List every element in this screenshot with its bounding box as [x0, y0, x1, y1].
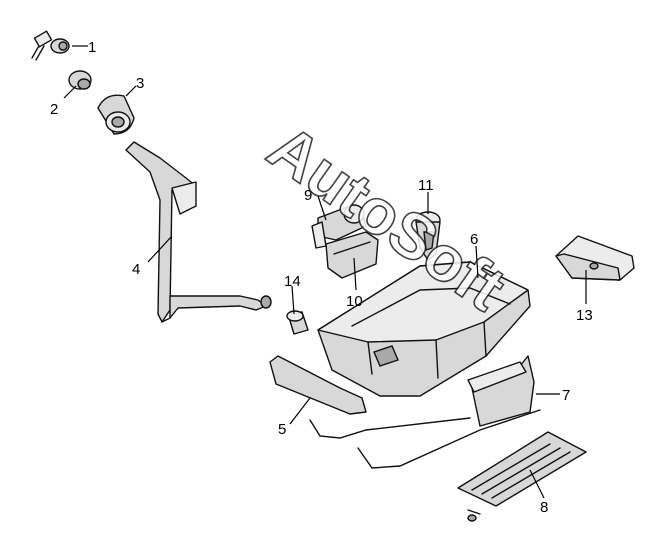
part-11-sender-unit — [415, 211, 441, 261]
part-2-cap — [68, 70, 92, 90]
callout-14: 14 — [284, 273, 301, 290]
callout-11: 11 — [418, 177, 434, 194]
part-8-skid-plate — [457, 431, 587, 522]
part-6-fuel-tank — [317, 261, 531, 397]
callout-1: 1 — [88, 39, 96, 56]
callout-9: 9 — [304, 187, 312, 204]
callout-6: 6 — [470, 231, 478, 248]
callout-5: 5 — [278, 421, 286, 438]
part-3-filler-boot — [97, 94, 135, 135]
callout-8: 8 — [540, 499, 548, 516]
part-14-grommet — [286, 310, 309, 335]
part-1-filler-cap-lock — [31, 30, 70, 61]
part-7-tank-support — [467, 355, 535, 427]
callouts: 1 2 3 4 9 10 11 6 14 13 5 7 8 — [50, 39, 593, 516]
callout-2: 2 — [50, 101, 58, 118]
part-9-fuel-pump — [311, 204, 367, 249]
callout-4: 4 — [132, 261, 140, 278]
leader-lines — [63, 45, 587, 499]
callout-13: 13 — [576, 307, 593, 324]
callout-3: 3 — [136, 75, 144, 92]
part-13-heat-shield — [555, 235, 635, 281]
part-10-pump-bracket — [325, 231, 379, 279]
callout-10: 10 — [346, 293, 363, 310]
part-4-filler-pipe — [125, 141, 272, 323]
callout-7: 7 — [562, 387, 570, 404]
part-5-tank-strap — [269, 355, 541, 469]
